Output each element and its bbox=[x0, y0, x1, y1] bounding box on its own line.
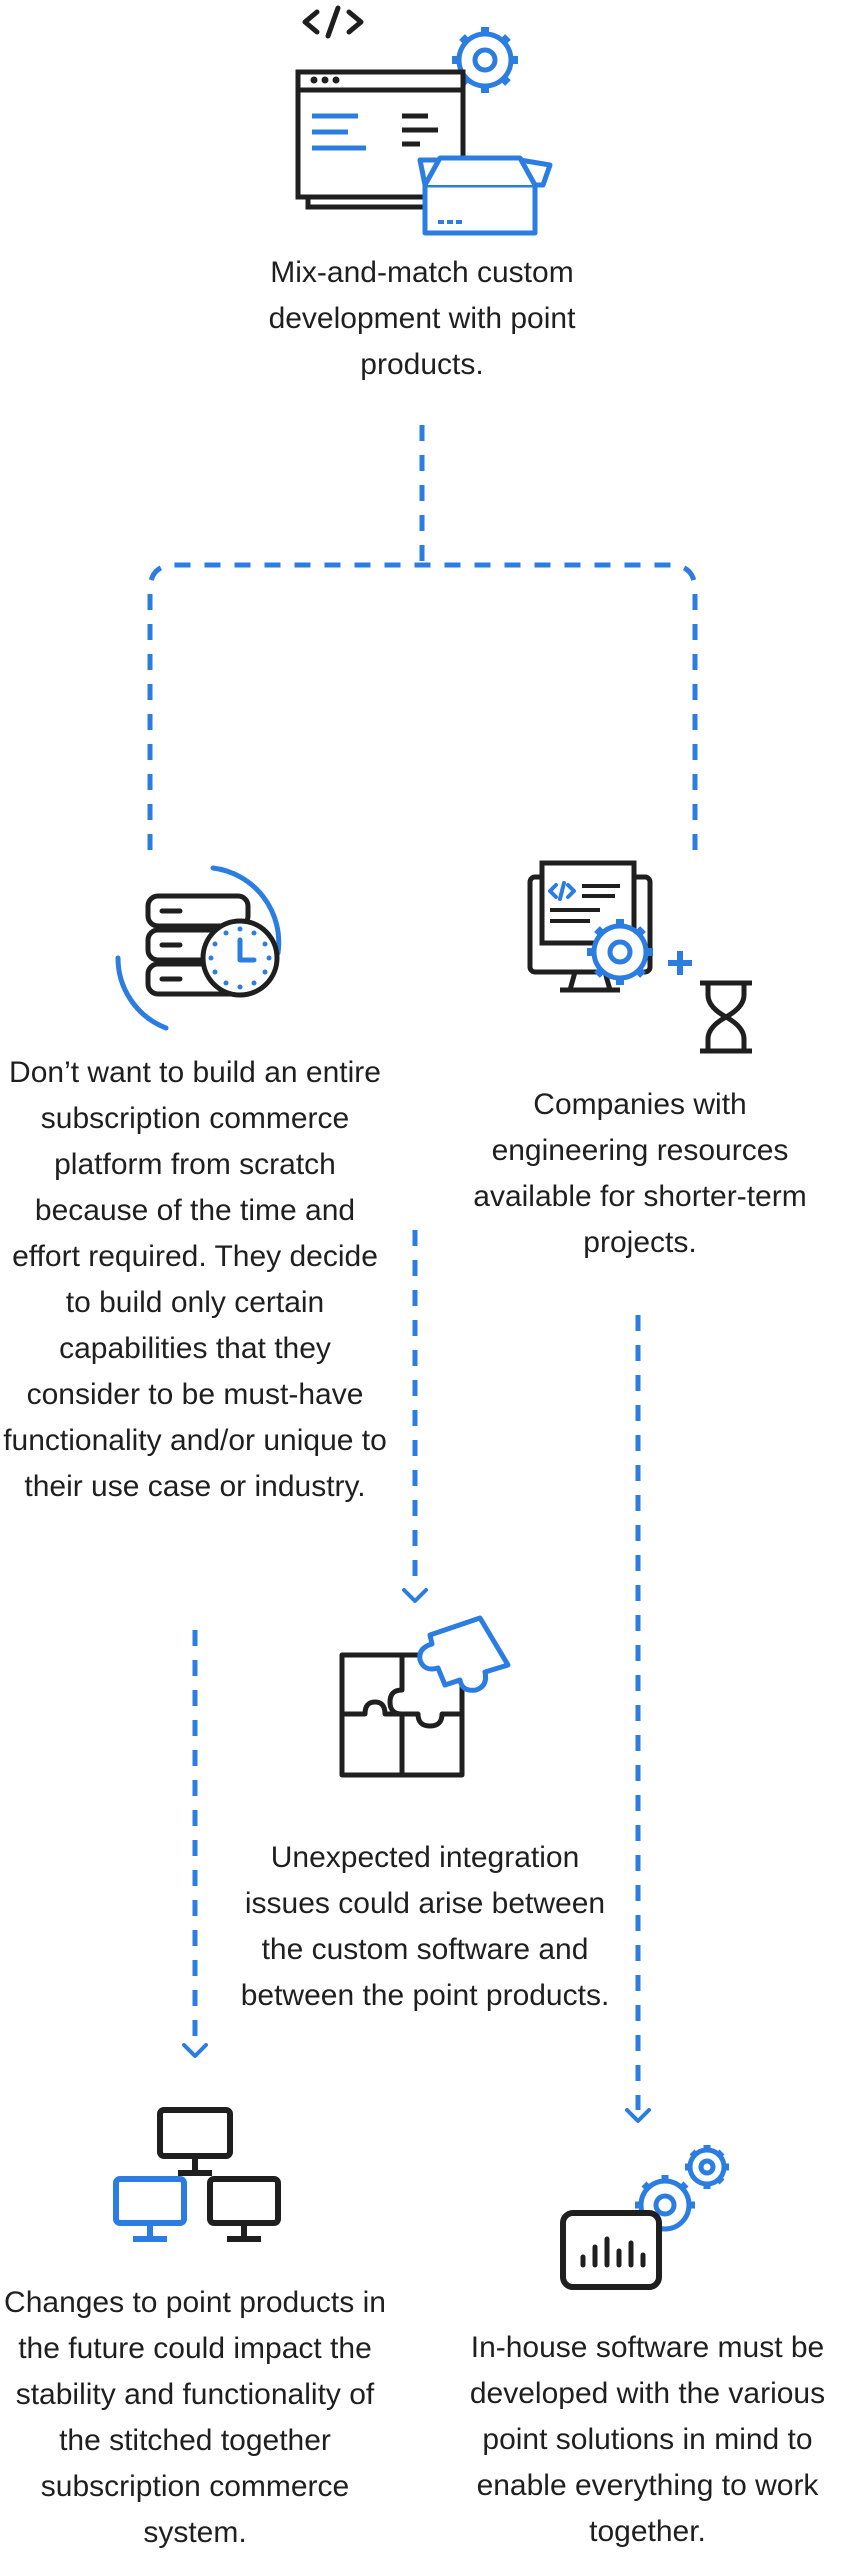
arrowhead-bottom-left bbox=[182, 2043, 208, 2058]
top-description: Mix-and-match custom development with po… bbox=[268, 256, 576, 381]
puzzle-icon bbox=[339, 1615, 511, 1778]
right-description: Companies with engineering resources ava… bbox=[473, 1088, 807, 1259]
arrowhead-middle bbox=[402, 1588, 428, 1603]
code-window-box-icon bbox=[295, 5, 553, 236]
connector-branch bbox=[147, 562, 698, 850]
bottom-left-description: Changes to point products in the future … bbox=[4, 2286, 386, 2549]
dashboard-gears-icon bbox=[560, 2145, 729, 2290]
server-clock-icon bbox=[115, 865, 282, 1031]
arrowhead-bottom-right bbox=[625, 2108, 651, 2123]
bottom-right-description: In-house software must be developed with… bbox=[469, 2331, 826, 2548]
middle-description: Unexpected integration issues could aris… bbox=[240, 1841, 610, 2012]
left-description: Don’t want to build an entire subscripti… bbox=[3, 1056, 387, 1503]
network-computers-icon bbox=[113, 2107, 281, 2242]
computer-gear-hourglass-icon bbox=[527, 860, 752, 1054]
